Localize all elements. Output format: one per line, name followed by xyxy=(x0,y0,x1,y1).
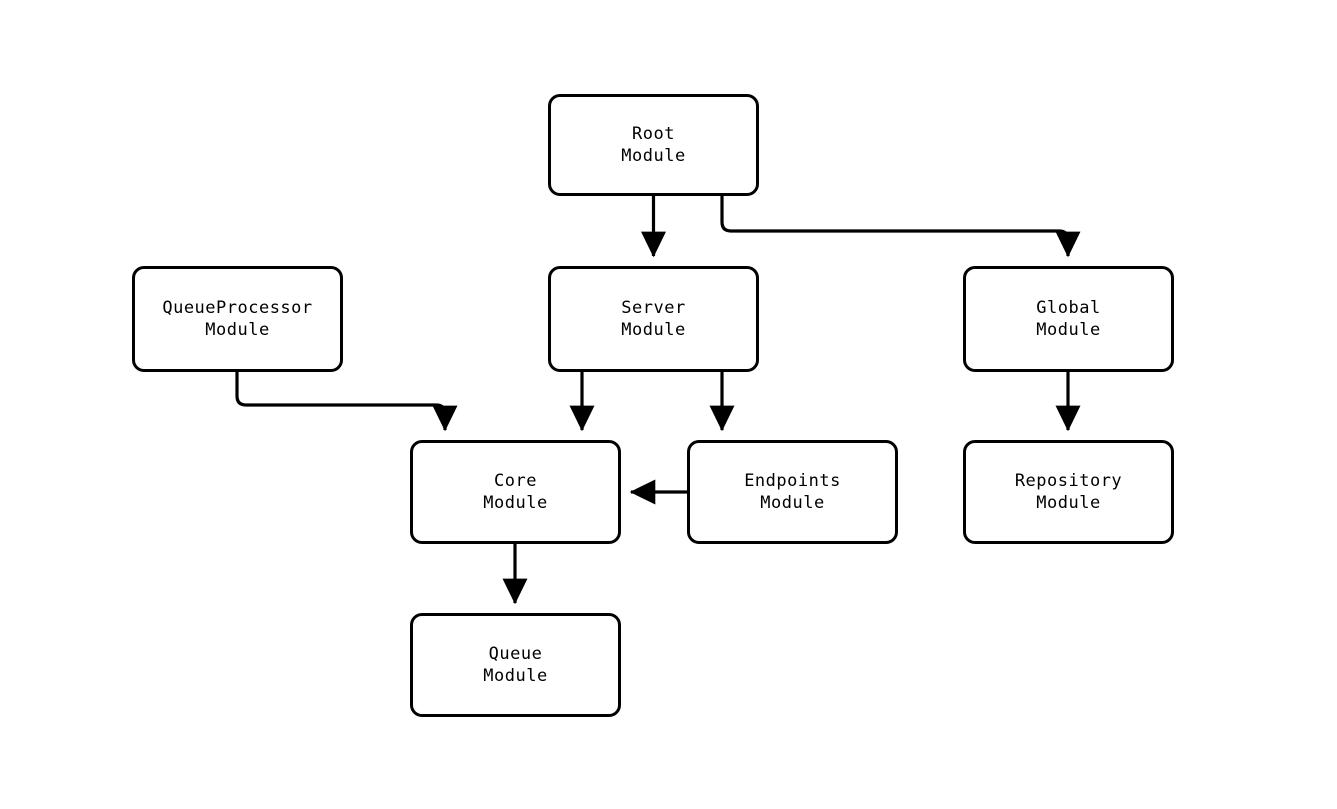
node-endpoints-module-name: Endpoints xyxy=(744,471,841,491)
node-server-module-suffix: Module xyxy=(621,320,686,340)
node-root-module[interactable]: Root Module xyxy=(548,94,759,196)
node-queueprocessor-module-suffix: Module xyxy=(205,320,270,340)
edge-root-to-global xyxy=(720,196,1081,258)
node-queue-module[interactable]: Queue Module xyxy=(410,613,621,717)
node-repository-module-name: Repository xyxy=(1014,471,1123,491)
node-server-module[interactable]: Server Module xyxy=(548,266,759,372)
node-server-module-name: Server xyxy=(621,298,686,318)
node-core-module-name: Core xyxy=(494,471,537,491)
node-queueprocessor-module[interactable]: QueueProcessor Module xyxy=(132,266,343,372)
node-repository-module-suffix: Module xyxy=(1036,493,1101,513)
node-root-module-name: Root xyxy=(632,124,675,144)
edge-queueprocessor-to-core xyxy=(235,372,458,432)
node-core-module[interactable]: Core Module xyxy=(410,440,621,544)
node-core-module-suffix: Module xyxy=(483,493,548,513)
node-global-module-suffix: Module xyxy=(1036,320,1101,340)
node-repository-module[interactable]: Repository Module xyxy=(963,440,1174,544)
node-global-module[interactable]: Global Module xyxy=(963,266,1174,372)
node-endpoints-module-suffix: Module xyxy=(760,493,825,513)
node-root-module-suffix: Module xyxy=(621,146,686,166)
node-global-module-name: Global xyxy=(1036,298,1101,318)
node-endpoints-module[interactable]: Endpoints Module xyxy=(687,440,898,544)
node-queue-module-name: Queue xyxy=(488,644,543,664)
node-queueprocessor-module-name: QueueProcessor xyxy=(162,298,313,318)
node-queue-module-suffix: Module xyxy=(483,666,548,686)
